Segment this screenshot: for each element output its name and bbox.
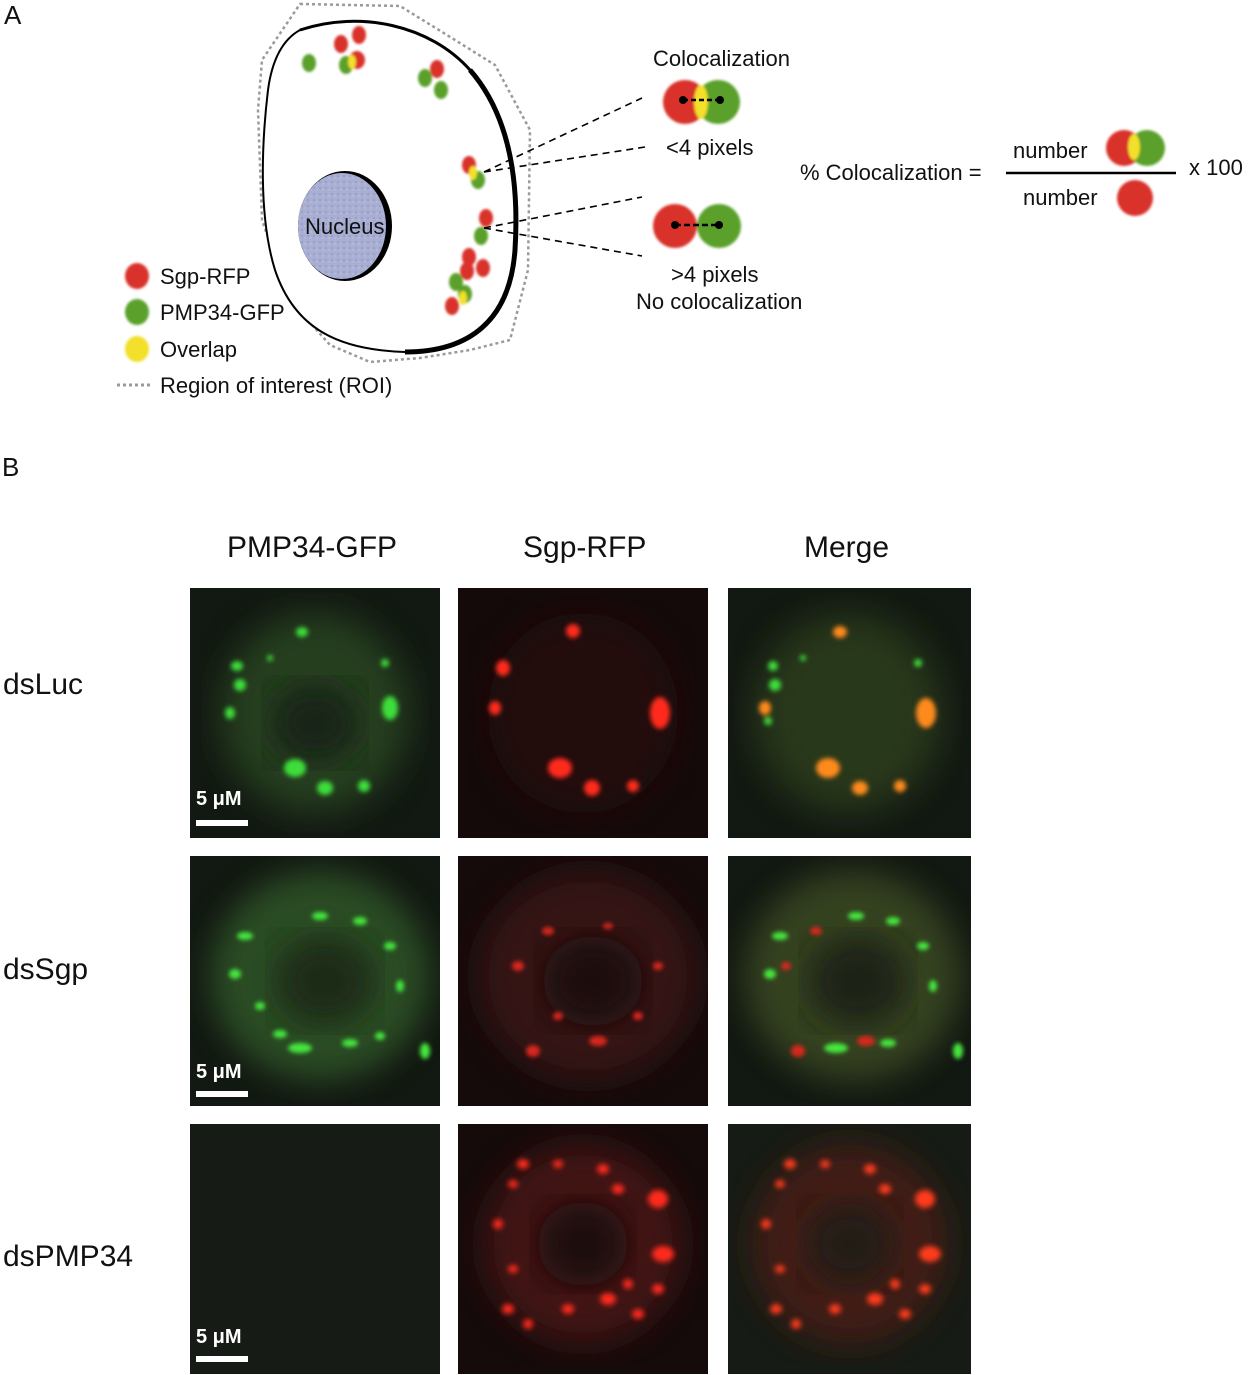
column-header-merge: Merge: [804, 531, 890, 564]
row-label-dsluc: dsLuc: [3, 668, 84, 701]
formula-numerator: number: [1013, 138, 1088, 163]
micrograph-dspmp34-merge: [728, 1124, 971, 1374]
lt-pixels-label: <4 pixels: [666, 135, 754, 160]
legend-icons: [125, 263, 149, 362]
micrograph-dspmp34-rfp: [458, 1124, 708, 1374]
legend-roi: Region of interest (ROI): [160, 373, 393, 398]
colocalization-title: Colocalization: [653, 46, 790, 71]
cell-puncta: [302, 26, 493, 315]
micrograph-dspmp34-gfp: 5 μM: [190, 1124, 440, 1374]
micrograph-dsluc-merge: [728, 588, 971, 838]
column-header-pmp34-gfp: PMP34-GFP: [227, 531, 398, 564]
scale-bar-row1: [196, 820, 248, 826]
formula-lhs: % Colocalization =: [800, 160, 982, 185]
micrograph-dssgp-merge: [728, 856, 971, 1106]
scale-label-row2: 5 μM: [196, 1061, 242, 1083]
legend-pmp34-gfp: PMP34-GFP: [160, 300, 285, 325]
legend-overlap: Overlap: [160, 337, 238, 362]
row-label-dspmp34: dsPMP34: [3, 1240, 134, 1273]
zoom-lines: [483, 97, 646, 257]
row-label-dssgp: dsSgp: [3, 953, 89, 986]
micrograph-dssgp-rfp: [458, 856, 708, 1106]
panel-b-letter: B: [2, 452, 20, 482]
formula-icons: [1106, 130, 1165, 216]
panel-a-letter: A: [4, 0, 22, 30]
column-header-sgp-rfp: Sgp-RFP: [523, 531, 647, 564]
scale-label-row1: 5 μM: [196, 788, 242, 810]
scale-bar-row3: [196, 1356, 248, 1362]
no-colocalization-label: No colocalization: [636, 289, 803, 314]
legend-sgp-rfp: Sgp-RFP: [160, 264, 251, 289]
micrograph-dssgp-gfp: 5 μM: [190, 856, 440, 1106]
panel-a-schematic: [117, 2, 1176, 387]
coloc-pair: [663, 80, 740, 124]
roi-outline: [256, 2, 532, 364]
scale-label-row3: 5 μM: [196, 1326, 242, 1348]
nucleus-label: Nucleus: [305, 214, 385, 239]
micrograph-dsluc-gfp: 5 μM: [190, 588, 440, 838]
micrograph-dsluc-rfp: [458, 588, 708, 838]
gt-pixels-label: >4 pixels: [671, 262, 759, 287]
formula-denominator: number: [1023, 185, 1098, 210]
formula-multiplier: x 100: [1189, 155, 1243, 180]
scale-bar-row2: [196, 1091, 248, 1097]
